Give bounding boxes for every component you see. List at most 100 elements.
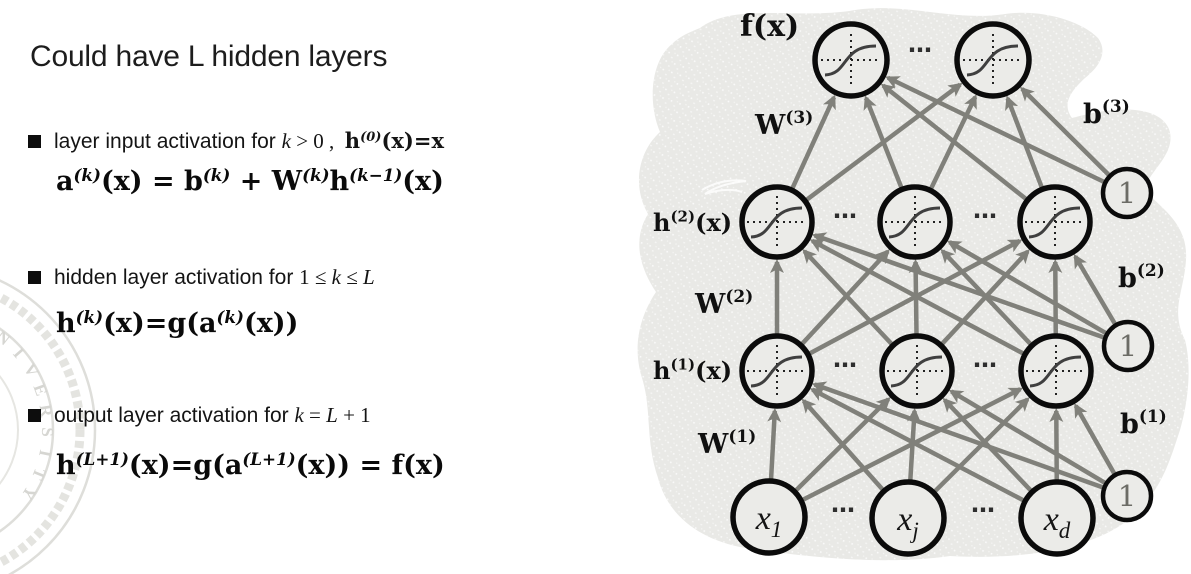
bias-vector-label: b(3) <box>1083 97 1130 130</box>
edges-group <box>767 75 1118 503</box>
edge-arrow <box>793 396 891 493</box>
output-function-label: f(x) <box>740 9 799 44</box>
edge-arrow <box>767 407 782 481</box>
bullet-item: hidden layer activation for 1 ≤ k ≤ L <box>28 265 375 290</box>
bias-vector-label: b(1) <box>1120 407 1167 440</box>
edge-arrow <box>932 397 1030 494</box>
ellipsis-dots: ⋯ <box>831 496 855 524</box>
ellipsis-dots: ⋯ <box>971 496 995 524</box>
math-segment: (x)=g(a <box>103 308 217 339</box>
bullet-text: layer input activation for k > 0 , h(0)(… <box>54 128 444 153</box>
bullet-text: output layer activation for k = L + 1 <box>54 403 371 427</box>
formula-layer-input: a(k)(x) = b(k) + W(k)h(k−1)(x) <box>56 165 444 197</box>
formula-hidden-activation: h(k)(x)=g(a(k)(x)) <box>56 307 299 339</box>
math-segment: (k) <box>216 307 244 328</box>
weight-matrix-label: W(1) <box>697 427 756 460</box>
math-segment: (0) <box>360 130 382 146</box>
edge-arrow <box>942 397 1034 493</box>
bullet-square-icon <box>28 271 41 284</box>
bullet-square-icon <box>28 409 41 422</box>
bias-node-label: 1 <box>1119 329 1137 363</box>
formula-output-activation: h(L+1)(x)=g(a(L+1)(x)) = f(x) <box>56 449 445 481</box>
hidden-layer-label: h(1)(x) <box>653 355 732 385</box>
math-segment: L <box>363 265 375 289</box>
math-segment: + W <box>230 166 303 197</box>
edge-arrow <box>946 240 1108 336</box>
weight-matrix-label: W(2) <box>694 287 753 320</box>
bias-node-label: 1 <box>1118 479 1136 513</box>
slide-title: Could have L hidden layers <box>30 40 388 73</box>
node-sigmoid-curve <box>1028 206 1081 239</box>
math-segment: (x) <box>402 166 444 197</box>
bullet-square-icon <box>28 135 41 148</box>
math-segment: k <box>331 265 341 289</box>
math-segment: h <box>56 450 76 481</box>
background-scribble <box>701 179 747 195</box>
edge-arrow <box>948 389 1107 486</box>
edge-arrow <box>807 238 1023 356</box>
weight-matrix-label: W(3) <box>754 108 813 141</box>
bias-node <box>1101 319 1155 373</box>
edge-arrow <box>928 94 978 191</box>
math-segment: hidden layer activation for <box>54 266 300 289</box>
math-segment: (x)=g(a <box>128 450 243 481</box>
math-segment: h <box>56 308 76 339</box>
input-node <box>869 479 947 557</box>
math-segment: layer input activation for <box>54 130 282 153</box>
math-segment: + 1 <box>337 403 371 427</box>
math-segment: = <box>303 403 327 427</box>
edge-arrow <box>1073 403 1117 476</box>
math-segment: h <box>344 128 361 153</box>
node-sigmoid-curve <box>1029 355 1082 388</box>
edge-arrow <box>1019 86 1111 177</box>
node-sigmoid-curve <box>966 44 1019 77</box>
math-segment: (k) <box>75 307 104 328</box>
input-node <box>1018 479 1096 557</box>
input-node-label: xd <box>1043 501 1071 543</box>
node-sigmoid-curve <box>750 206 803 239</box>
labels-group: f(x)W(1)W(2)W(3)b(1)b(2)b(3)h(1)(x)h(2)(… <box>653 9 1167 524</box>
math-segment: (k) <box>202 165 231 186</box>
edge-arrow <box>799 249 890 347</box>
math-segment: output layer activation for <box>54 404 295 427</box>
edge-arrow <box>1073 253 1118 326</box>
bullet-item: layer input activation for k > 0 , h(0)(… <box>28 128 444 154</box>
nodes-group: x1 xj xd 1 1 1 <box>730 21 1155 557</box>
ellipsis-dots: ⋯ <box>908 36 932 64</box>
math-segment: 1 ≤ <box>299 265 332 289</box>
ellipsis-dots: ⋯ <box>973 202 997 230</box>
math-segment: > 0 , <box>290 129 345 153</box>
input-node-label: x1 <box>755 500 783 542</box>
math-segment: ≤ <box>341 265 364 289</box>
bias-node <box>1100 469 1154 523</box>
node-sigmoid-curve <box>888 206 941 239</box>
math-segment: (x) = b <box>100 166 203 197</box>
math-segment: (x)) <box>243 308 299 339</box>
bullet-item: output layer activation for k = L + 1 <box>28 403 371 428</box>
bullet-text: hidden layer activation for 1 ≤ k ≤ L <box>54 265 375 289</box>
math-segment: (x)=x <box>381 128 444 153</box>
edge-arrow <box>885 75 1106 185</box>
ellipsis-dots: ⋯ <box>833 202 857 230</box>
math-segment: k <box>294 403 304 427</box>
math-segment: (k−1) <box>349 165 403 186</box>
edge-arrow <box>809 387 1026 503</box>
input-node-label: xj <box>896 501 918 543</box>
watermark-letter: I <box>35 448 55 459</box>
math-segment: (L+1) <box>75 449 129 470</box>
math-segment: (k) <box>73 165 101 186</box>
hidden-layer-label: h(2)(x) <box>653 207 732 237</box>
edge-arrow <box>804 82 963 203</box>
edge-arrow <box>1005 95 1045 190</box>
bias-node-label: 1 <box>1118 176 1136 210</box>
math-segment: (x)) = f(x) <box>295 450 445 481</box>
node-sigmoid-curve <box>824 44 877 77</box>
edge-arrow <box>800 387 1024 503</box>
math-segment: (L+1) <box>242 449 296 470</box>
math-segment: a <box>56 166 74 197</box>
edge-arrow <box>789 94 837 191</box>
math-segment: L <box>326 403 338 427</box>
math-segment: k <box>281 129 291 153</box>
slide-text-column: Could have L hidden layers layer input a… <box>28 40 445 481</box>
